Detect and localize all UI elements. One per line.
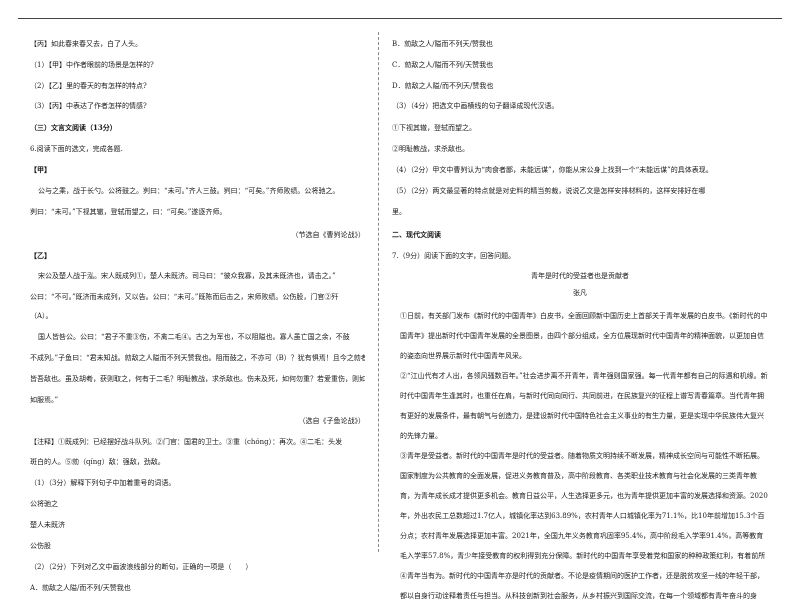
- section-heading-modern: 二、现代文阅读: [392, 231, 441, 239]
- sub-question-4: （4）（2分）甲文中曹刿认为“肉食者鄙，未能远谋”，你能从宋公身上找到一个“未能…: [392, 166, 713, 174]
- sub-question-1: （1）（3分）解释下列句子中加着重号的词语。: [30, 479, 176, 487]
- translate-item-1: ①下视其辙，登轼而望之。: [392, 124, 476, 132]
- question-6: 6.阅读下面的选文，完成各题.: [30, 145, 123, 153]
- option-c: C．勍敌之人/隘而不列/天赞我也: [392, 61, 494, 69]
- option-b: B．勍敌之人/隘而不列天/赞我也: [392, 40, 493, 48]
- passage-yi-line: 国人皆咎公。公曰：“君子不重③伤，不禽二毛④。古之为军也，不以阻隘也。寡人虽亡国…: [38, 333, 350, 341]
- word-item: 公伤股: [30, 542, 51, 550]
- question-3: （3）【丙】中表达了作者怎样的情感?: [30, 102, 147, 110]
- article-paragraph-3: ③青年是受益者。新时代的中国青年是时代的受益者。随着物质文明持续不断发展，精神成…: [400, 452, 768, 560]
- header-rule: [18, 18, 782, 19]
- passage-yi-line: （A）。: [30, 312, 53, 320]
- section-heading-3: （三）文言文阅读（13分）: [30, 124, 117, 132]
- article-title: 青年是时代的受益者也是贡献者: [531, 272, 629, 280]
- passage-jia-line: 公与之乘，战于长勺。公将鼓之。刿曰：“未可。”齐人三鼓。刿曰：“可矣。”齐师败绩…: [38, 187, 340, 195]
- word-item: 楚人未既济: [30, 521, 65, 529]
- word-item: 公将驰之: [30, 500, 58, 508]
- translate-item-2: ②明耻教战，求杀敌也。: [392, 145, 469, 153]
- sub-question-5: （5）（2分）两文最显著的特点就是对史料的精当剪裁，说说乙文是怎样安排材料的，这…: [392, 187, 706, 195]
- sub-question-3: （3）（4分）把选文中画横线的句子翻译成现代汉语。: [392, 102, 559, 110]
- article-author: 张凡: [573, 289, 587, 297]
- option-d: D．勍敌之人隘/而不列天/赞我也: [392, 82, 494, 90]
- passage-yi-source: （选自《子鱼论战》）: [298, 417, 366, 425]
- passage-yi-line: 宋公及楚人战于泓。宋人既成列①，楚人未既济。司马曰：“彼众我寡，及其未既济也，请…: [38, 272, 336, 280]
- sub-question-2: （2）（2分）下列对乙文中画波浪线部分的断句，正确的一项是（ ）: [30, 563, 253, 571]
- passage-yi-line-underlined: 皆吾敌也。虽及胡耇，获则取之，何有于二毛？明耻教战，求杀敌也。伤未及死，如何勿重…: [30, 375, 365, 383]
- passage-jia-line: 刿曰：“未可。”下视其辙，登轼而望之，曰：“可矣。”遂逐齐师。: [30, 208, 227, 216]
- passage-jia-source: （节选自《曹刿论战》）: [291, 231, 366, 239]
- article-paragraph-2: ②“江山代有才人出，各领风骚数百年。”社会进步离不开青年，青年强则国家强。每一代…: [400, 372, 768, 440]
- article-paragraph-4: ④青年当有为。新时代的中国青年亦是时代的贡献者。不论是疫情期间的医护工作者，还是…: [400, 572, 764, 600]
- column-divider: [378, 32, 379, 552]
- passage-yi-line: 公曰：“不可。”既济而未成列，又以告。公曰：“未可。”既陈而后击之，宋师败绩。公…: [30, 293, 339, 301]
- annotation-line: 【注释】①既成列：已经摆好战斗队列。②门官：国君的卫士。③重（chóng）：再次…: [30, 438, 343, 446]
- passage-yi-line: 如服焉。”: [30, 396, 59, 404]
- passage-jia-label: 【甲】: [30, 166, 51, 174]
- question-1: （1）【甲】中作者眼前的场景是怎样的?: [30, 61, 154, 69]
- annotation-line: 斑白的人。⑤勍（qíng）敌：强敌，劲敌。: [30, 458, 165, 466]
- article-paragraph-1: ①日前，有关部门发布《新时代的中国青年》白皮书，全面回顾新中国历史上首部关于青年…: [400, 312, 768, 360]
- passage-yi-line-wavy: 不成列。”子鱼曰：“君未知战。勍敌之人隘而不列天赞我也。阻而鼓之，不亦可（B）？…: [30, 354, 365, 362]
- passage-yi-label: 【乙】: [30, 252, 51, 260]
- sub-question-5-cont: 里。: [392, 208, 406, 216]
- question-7: 7.（9分）阅读下面的文字，回答问题。: [392, 252, 516, 260]
- option-a: A．勍敌之人隘/而不列/天赞我也: [30, 584, 131, 592]
- poem-bing: 【丙】如此春来春又去，白了人头。: [30, 40, 142, 48]
- question-2: （2）【乙】里的春天的有怎样的特点?: [30, 82, 147, 90]
